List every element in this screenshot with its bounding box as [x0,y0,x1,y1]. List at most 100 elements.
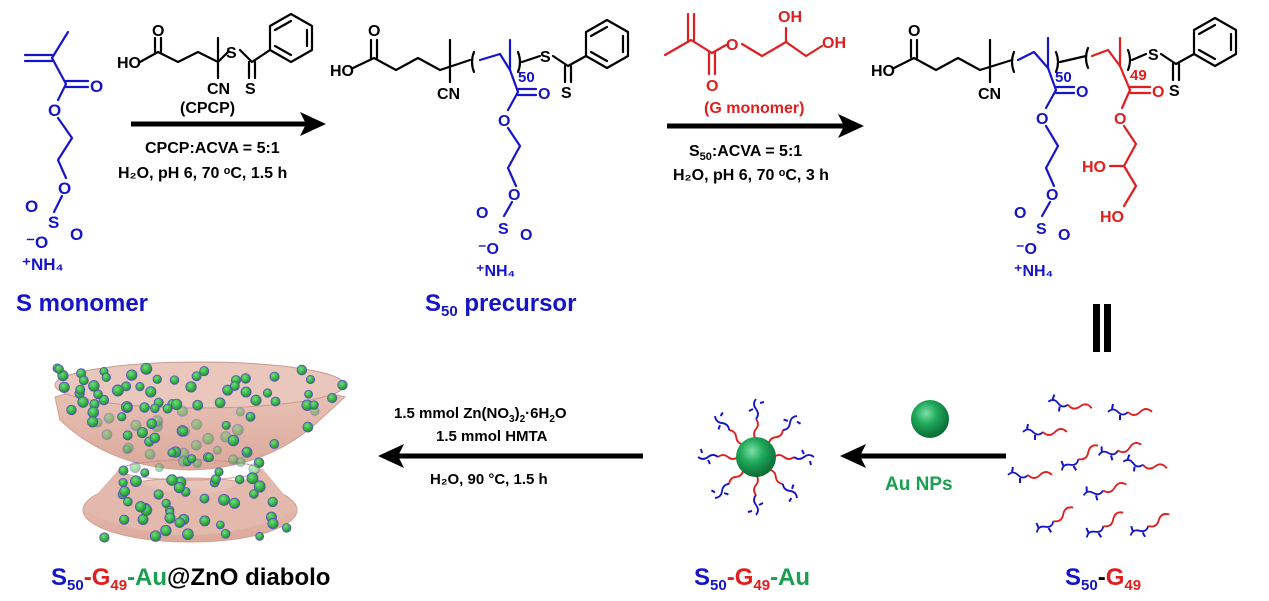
atom-o: O [152,23,164,40]
atom-o: O [498,113,510,130]
g-block-segment [1142,463,1168,470]
atom-cn: CN [978,86,1001,103]
g-block-segment [717,454,739,460]
benzene-inner-bonds [589,25,625,63]
au-np-dot [213,445,222,455]
s50-precursor-label: S50 precursor [425,290,576,320]
acid-carbonyl [153,36,163,54]
bracket [1010,50,1016,74]
s-block-segment [782,415,798,432]
au-np-dot [204,452,214,462]
copolymer-chain [1082,482,1127,501]
atom-o: O [476,205,488,222]
atom-o: O [1152,84,1164,101]
s-block-segment [1085,525,1105,538]
atom-o-minus: ⁻O [478,241,499,258]
methyl-bond [50,30,70,60]
vinyl-double-bond [686,12,696,42]
au-np-dot [185,381,197,393]
g-block-segment [1027,471,1053,479]
s-block-segment [1097,449,1119,456]
polymer-arm [714,411,744,446]
au-np-dot [123,402,133,413]
s-block-segment [793,454,815,460]
au-np-dot [229,497,241,509]
au-np-dot [129,461,141,473]
atom-o-minus: ⁻O [1016,241,1037,258]
diabolo-label: S50-G49-Au@ZnO diabolo [51,564,330,594]
atom-cn: CN [437,86,460,103]
au-np-dot [199,493,210,504]
s-block-segment [1107,408,1129,416]
au-np-dot [187,454,197,464]
dithio-bond [238,48,272,64]
au-np-dot [191,418,203,430]
dithio-bond [1159,52,1196,66]
bond [1120,88,1132,110]
benzene-inner-bonds [273,19,309,57]
glycerol-chain [740,40,824,58]
carbonyl-bond [1054,85,1076,95]
condition-ratio: S50:ACVA = 5:1 [689,143,802,163]
charge-tick [1035,522,1053,533]
polymer-arm [697,448,739,465]
au-np-dot [182,528,194,541]
au-np-dot [199,515,211,527]
equals-bar [1104,304,1111,352]
atom-o: O [90,77,103,96]
s-block-segment [1060,458,1080,471]
au-np-dot [144,448,156,460]
counterion-nh4: ⁺NH₄ [1014,263,1053,280]
backbone [663,38,714,57]
au-np-dot [153,489,164,500]
bracket-left [470,50,476,74]
bond [520,54,542,64]
g-backbone [1090,48,1122,68]
copolymer-chain [1107,403,1153,420]
polymer-arm [767,415,802,445]
condition-reaction: H₂O, pH 6, 70 ᵒC, 3 h [673,167,829,184]
atom-ho: HO [117,55,141,72]
carbonyl-bond [516,87,538,97]
charge-tick [1111,403,1121,420]
au-np-dot [242,446,252,456]
au-np-dot [240,386,252,398]
cpcp-label: (CPCP) [180,100,235,117]
charge-tick [700,448,711,465]
au-np-dot [122,430,133,441]
au-np-dot [227,434,240,447]
au-np-dot [269,371,280,382]
counterion-nh4: ⁺NH₄ [22,255,64,274]
au-np-dot [164,512,176,524]
polymer-arm [773,449,815,466]
g-block-segment [767,429,784,445]
charge-tick [1130,525,1146,538]
backbone-bond [50,56,68,86]
au-np-dot [146,418,158,430]
atom-o-minus: ⁻O [26,233,48,252]
s-block-segment [1035,520,1055,533]
au-np-dot [245,411,256,422]
atom-ho: HO [330,63,354,80]
au-np-dot [281,523,292,533]
au-np-dot [218,493,230,506]
au-np-dot [119,514,130,525]
ethyl-linker [1044,124,1060,188]
au-np-dot [87,416,99,428]
dp-s: 50 [1055,69,1072,86]
bond [506,90,520,112]
s50-g49-au-label: S50-G49-Au [694,564,810,594]
carbonyl-bond [64,79,90,89]
au-np-dot [169,375,180,385]
g-block-segment [1053,506,1074,523]
atom-s: S [1036,221,1047,238]
arrowhead-right [300,112,326,136]
atom-o: O [70,225,83,244]
au-np-dot [214,397,226,409]
g-block-segment [728,469,745,485]
au-np-dot [202,432,214,445]
au-np-dot [99,532,110,543]
au-np-dot [66,404,77,416]
au-np-dot [140,468,150,478]
au-np-dot [160,524,172,537]
